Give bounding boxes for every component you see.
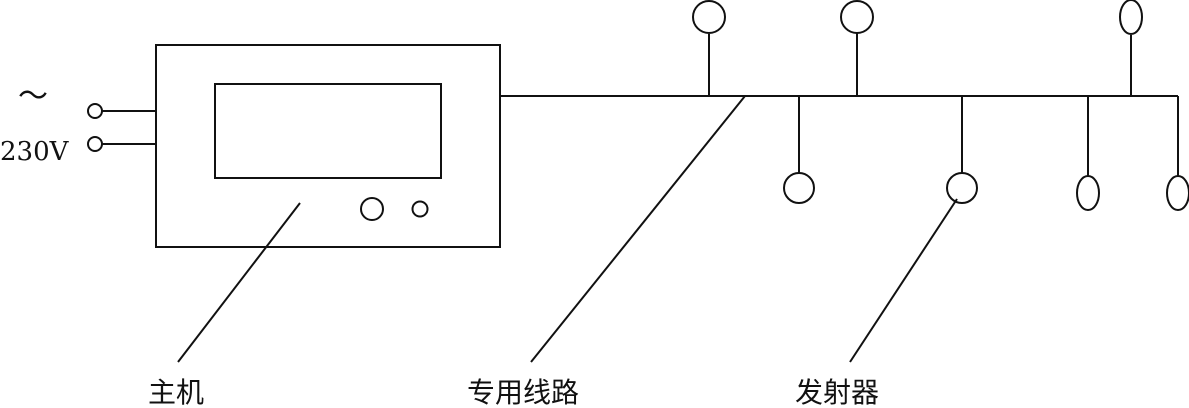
line-leader-line: [530, 95, 746, 363]
transmitter: [1119, 0, 1143, 35]
host-knob-small: [411, 200, 429, 218]
transmitter: [783, 172, 815, 204]
transmitter: [1076, 175, 1100, 211]
host-unit: [155, 44, 501, 248]
transmitter-leader-line: [849, 198, 958, 363]
power-terminal-top: [87, 103, 103, 119]
transmitter-label: 发射器: [795, 376, 879, 408]
transmitter: [1166, 175, 1189, 211]
host-label: 主机: [148, 376, 204, 408]
power-terminal-bottom: [87, 136, 103, 152]
host-display: [214, 83, 442, 179]
host-knob-large: [360, 197, 384, 221]
host-leader-line: [177, 202, 301, 363]
dedicated-line-label: 专用线路: [467, 376, 579, 408]
ac-symbol: ～: [18, 79, 48, 114]
voltage-label: 230V: [0, 137, 70, 167]
transmitter: [692, 0, 726, 34]
transmitter: [840, 0, 874, 34]
transmitter: [946, 172, 978, 204]
